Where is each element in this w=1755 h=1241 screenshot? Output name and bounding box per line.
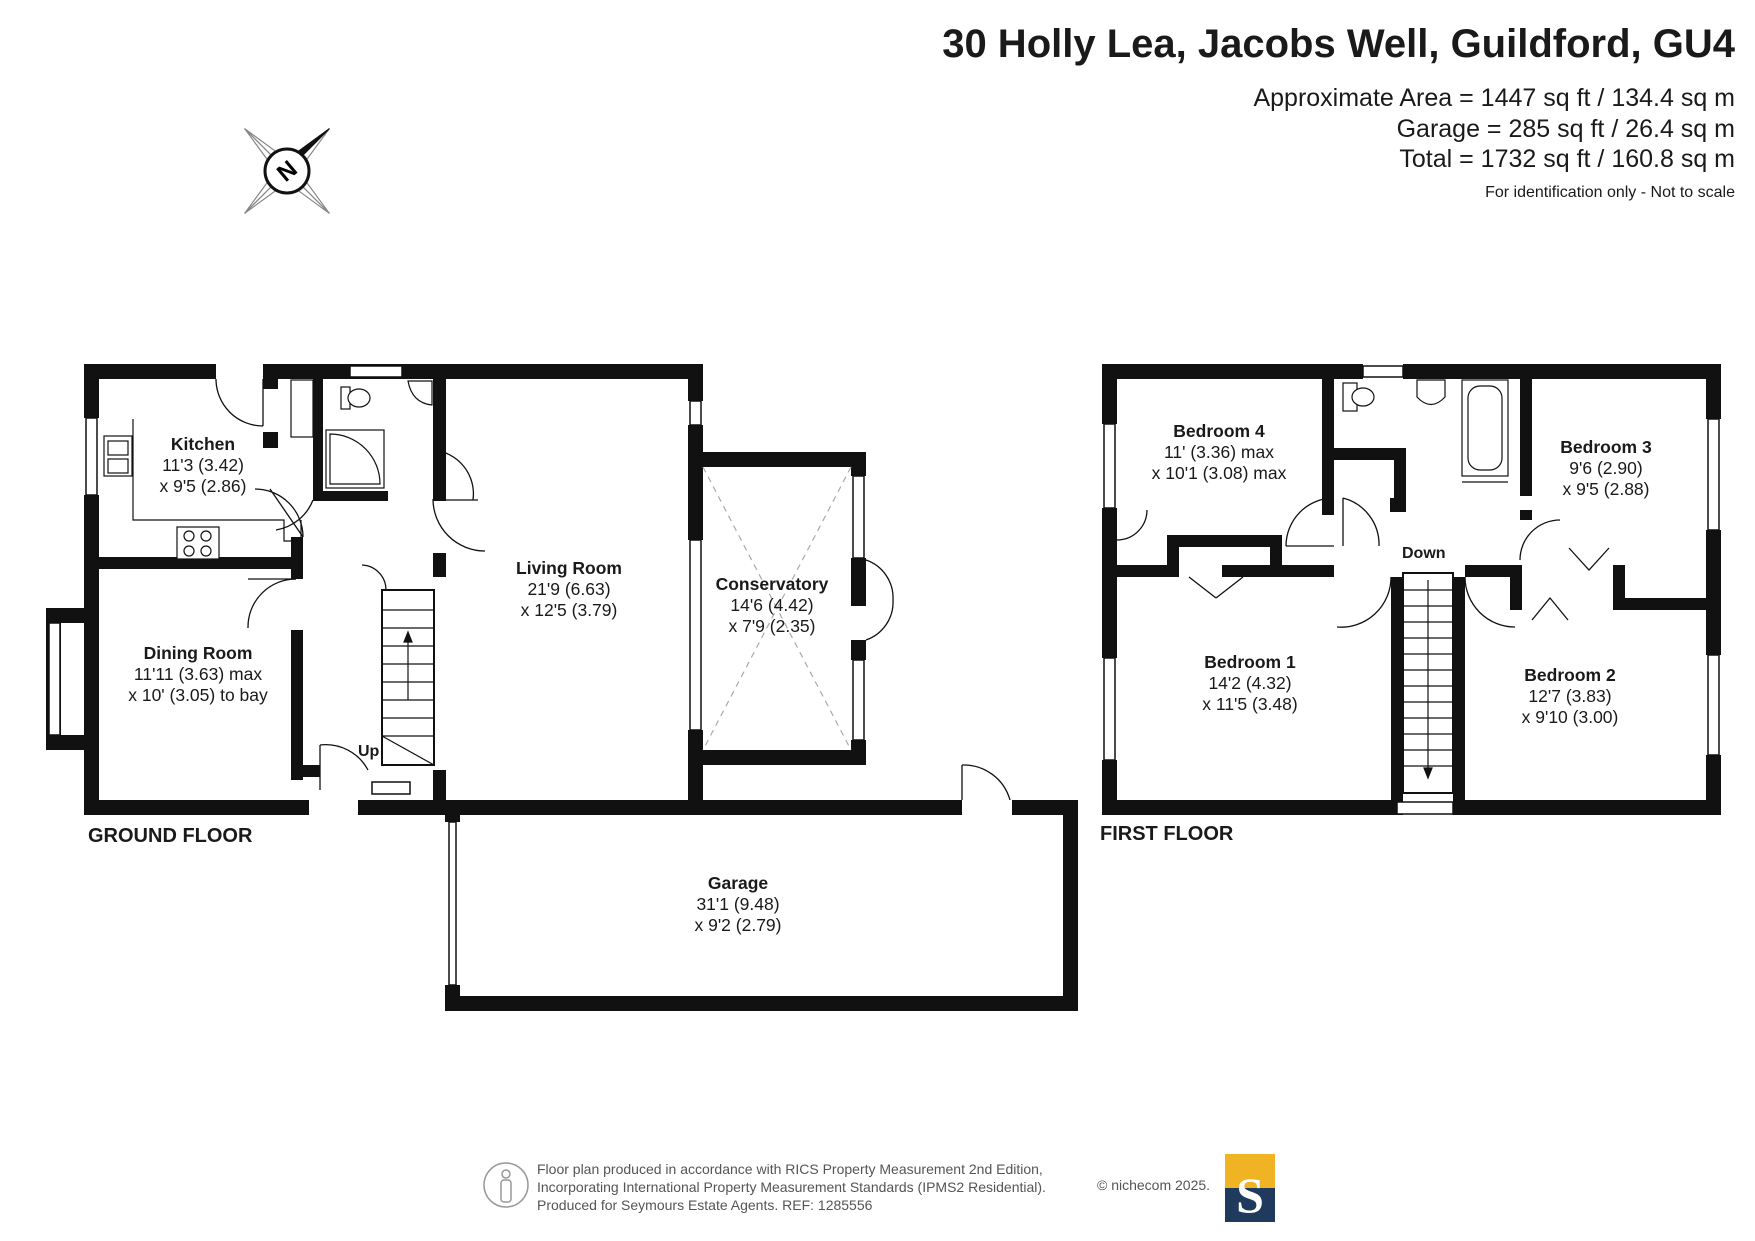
room-dim-2: x 9'10 (3.00) (1521, 707, 1619, 727)
footer-line-2: Incorporating International Property Mea… (537, 1179, 1046, 1195)
conservatory-label: Conservatory 14'6 (4.42) x 7'9 (2.35) (716, 574, 829, 637)
first-floor-label: FIRST FLOOR (1100, 823, 1234, 845)
garage-area: Garage = 285 sq ft / 26.4 sq m (1396, 115, 1735, 143)
room-dim-1: 14'6 (4.42) (730, 595, 814, 615)
room-name: Dining Room (143, 643, 253, 663)
room-name: Garage (707, 873, 769, 893)
room-name: Kitchen (170, 434, 236, 454)
room-dim-2: x 9'5 (2.88) (1562, 479, 1650, 499)
identification-note: For identification only - Not to scale (1485, 184, 1735, 201)
room-dim-1: 21'9 (6.63) (527, 579, 611, 599)
room-dim-1: 11'3 (3.42) (162, 455, 244, 475)
room-dim-2: x 10' (3.05) to bay (128, 685, 268, 705)
property-title: 30 Holly Lea, Jacobs Well, Guildford, GU… (942, 22, 1735, 66)
room-name: Bedroom 2 (1524, 665, 1616, 685)
garage-label: Garage 31'1 (9.48) x 9'2 (2.79) (695, 873, 782, 936)
room-dim-2: x 7'9 (2.35) (728, 616, 816, 636)
room-dim-1: 11' (3.36) max (1163, 442, 1274, 462)
room-dim-2: x 11'5 (3.48) (1202, 694, 1298, 714)
room-dim-1: 31'1 (9.48) (696, 894, 780, 914)
up-label: Up (358, 743, 380, 760)
room-name: Conservatory (715, 574, 829, 594)
north-compass-icon: N (244, 128, 330, 214)
room-name: Bedroom 3 (1560, 437, 1652, 457)
room-name: Bedroom 1 (1204, 652, 1296, 672)
down-label: Down (1402, 545, 1446, 562)
ground-stairs (381, 589, 435, 766)
room-dim-2: x 12'5 (3.79) (520, 600, 618, 620)
room-dim-2: x 10'1 (3.08) max (1151, 463, 1287, 483)
living-room-label: Living Room 21'9 (6.63) x 12'5 (3.79) (516, 558, 622, 621)
copyright: © nichecom 2025. (1097, 1177, 1211, 1193)
seymours-logo: S (1225, 1154, 1275, 1222)
room-dim-1: 9'6 (2.90) (1569, 458, 1643, 478)
room-name: Living Room (516, 558, 622, 578)
footer-text: Floor plan produced in accordance with R… (537, 1160, 1046, 1214)
bedroom-4-label: Bedroom 4 11' (3.36) max x 10'1 (3.08) m… (1152, 421, 1287, 484)
room-name: Bedroom 4 (1173, 421, 1265, 441)
bedroom-1-label: Bedroom 1 14'2 (4.32) x 11'5 (3.48) (1202, 652, 1297, 715)
room-dim-1: 14'2 (4.32) (1208, 673, 1292, 693)
first-stairs (1402, 572, 1454, 794)
ground-floor-label: GROUND FLOOR (88, 825, 253, 847)
footer-line-3: Produced for Seymours Estate Agents. REF… (537, 1197, 873, 1213)
room-dim-1: 12'7 (3.83) (1528, 686, 1612, 706)
logo-letter: S (1236, 1167, 1264, 1222)
kitchen-label: Kitchen 11'3 (3.42) x 9'5 (2.86) (160, 434, 247, 497)
footer-line-1: Floor plan produced in accordance with R… (537, 1161, 1043, 1177)
bedroom-3-label: Bedroom 3 9'6 (2.90) x 9'5 (2.88) (1560, 437, 1651, 500)
approx-area: Approximate Area = 1447 sq ft / 134.4 sq… (1253, 84, 1735, 112)
room-dim-2: x 9'2 (2.79) (694, 915, 782, 935)
dining-room-label: Dining Room 11'11 (3.63) max x 10' (3.05… (128, 643, 268, 706)
room-dim-2: x 9'5 (2.86) (159, 476, 247, 496)
bedroom-2-label: Bedroom 2 12'7 (3.83) x 9'10 (3.00) (1522, 665, 1619, 728)
total-area: Total = 1732 sq ft / 160.8 sq m (1399, 145, 1735, 173)
person-measurement-icon (483, 1162, 529, 1208)
room-dim-1: 11'11 (3.63) max (133, 664, 263, 684)
